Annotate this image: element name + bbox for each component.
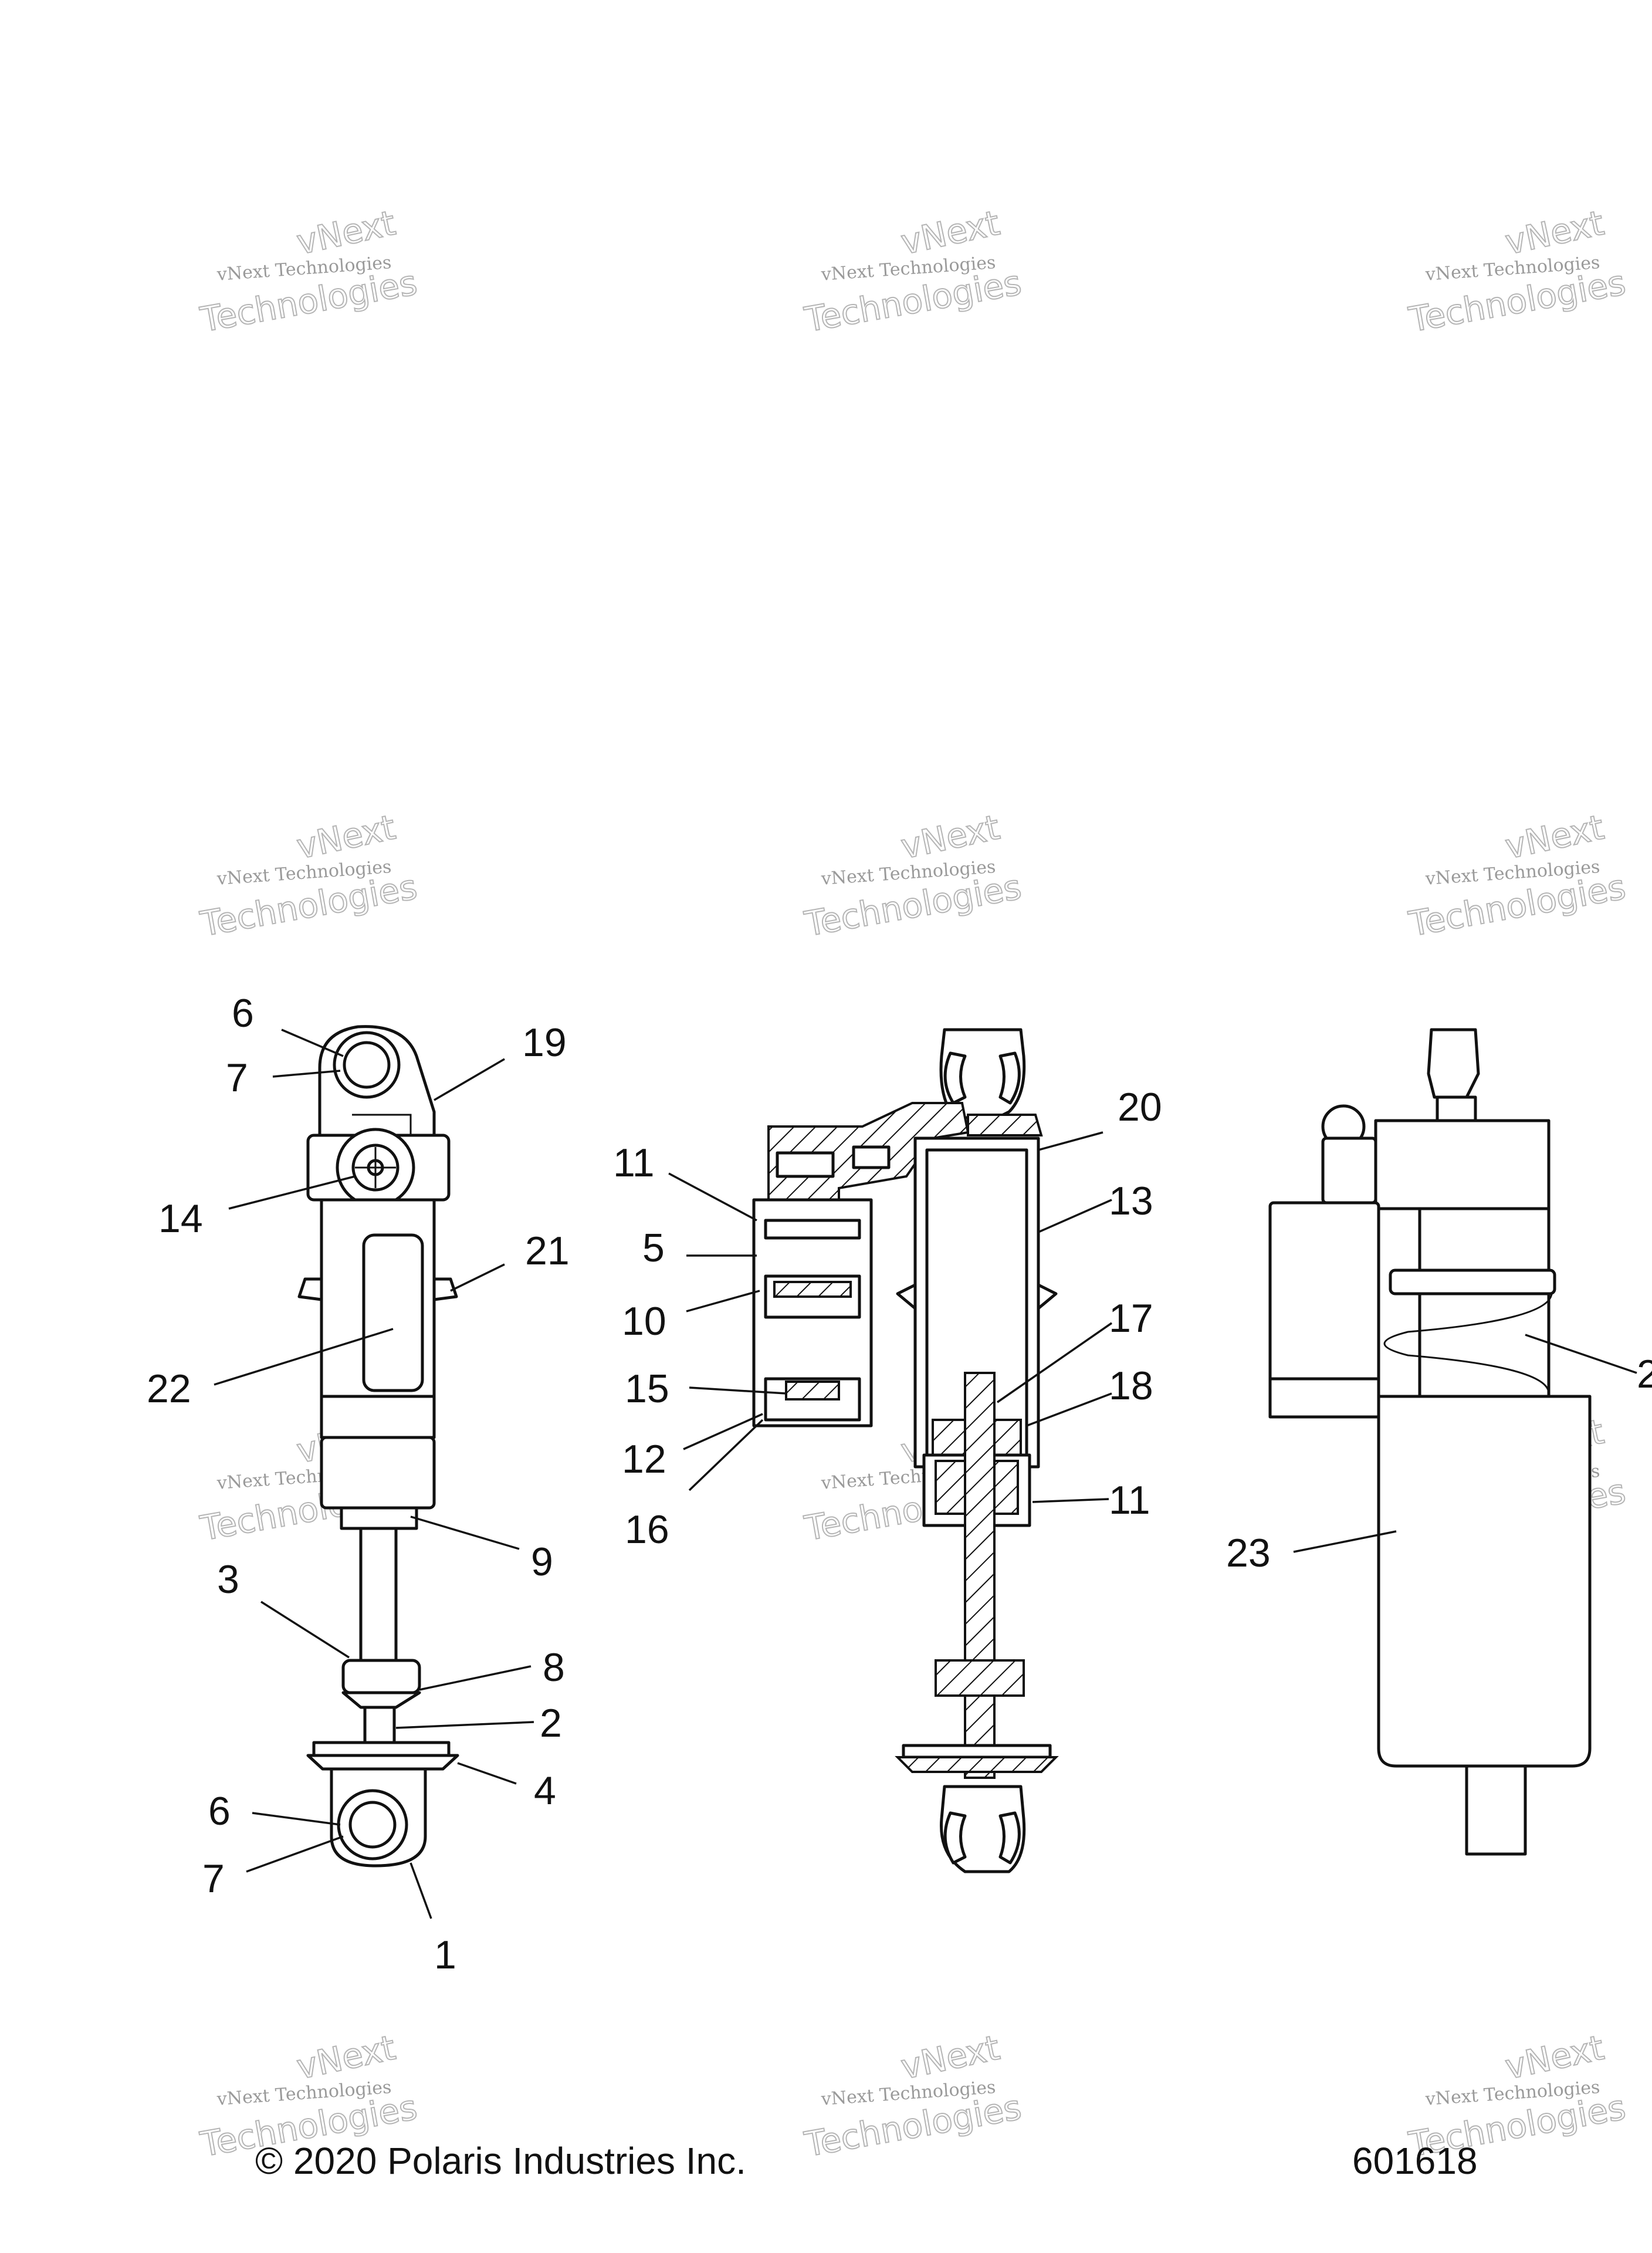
watermark: vNext vNext Technologies Technologies (1405, 807, 1629, 945)
callout-left-4: 4 (534, 1768, 556, 1813)
callout-left-1: 1 (434, 1933, 456, 1977)
watermark: vNext vNext Technologies Technologies (197, 202, 421, 341)
watermark: vNext vNext Technologies Technologies (801, 807, 1025, 945)
watermark: vNext vNext Technologies Technologies (197, 807, 421, 945)
callout-left-21: 21 (525, 1229, 570, 1273)
callout-labels: 6 7 19 14 21 22 9 3 8 2 4 6 7 1 11 20 13… (147, 991, 1652, 1977)
callout-left-14: 14 (158, 1196, 203, 1241)
callout-mid-17: 17 (1109, 1296, 1153, 1341)
callout-mid-13: 13 (1109, 1179, 1153, 1223)
callout-left-6-bottom: 6 (208, 1789, 231, 1833)
callout-left-8: 8 (543, 1645, 565, 1690)
watermark: vNext vNext Technologies Technologies (801, 202, 1025, 341)
callout-mid-15: 15 (625, 1366, 669, 1411)
callout-mid-10: 10 (622, 1299, 666, 1344)
callout-mid-18: 18 (1109, 1364, 1153, 1408)
callout-left-22: 22 (147, 1366, 191, 1411)
callout-mid-12: 12 (622, 1437, 666, 1481)
watermark: vNext vNext Technologies Technologies (1405, 202, 1629, 341)
callout-right-2-partial: 2 (1637, 1352, 1652, 1396)
callout-mid-20: 20 (1118, 1085, 1162, 1129)
callout-mid-11-bottom: 11 (1109, 1478, 1150, 1523)
copyright-text: © 2020 Polaris Industries Inc. (255, 2140, 746, 2182)
callout-left-7-top: 7 (226, 1056, 248, 1100)
callout-right-23: 23 (1226, 1531, 1271, 1575)
callout-left-19: 19 (522, 1020, 567, 1065)
callout-left-7-bottom: 7 (202, 1856, 225, 1901)
callout-mid-11-top: 11 (613, 1141, 655, 1185)
shock-section-view (752, 1028, 1059, 1873)
callout-mid-5: 5 (642, 1226, 665, 1270)
diagram-number: 601618 (1352, 2140, 1478, 2182)
callout-left-6-top: 6 (232, 991, 254, 1036)
callout-mid-16: 16 (625, 1507, 669, 1552)
leader-lines (214, 1029, 1637, 1919)
shock-assembly-view (1268, 1028, 1592, 1856)
watermark: vNext vNext Technologies Technologies (801, 2027, 1025, 2166)
watermark: vNext vNext Technologies Technologies (1405, 2027, 1629, 2166)
footer: © 2020 Polaris Industries Inc. 601618 (255, 2140, 1478, 2182)
callout-left-2: 2 (540, 1701, 562, 1745)
callout-left-9: 9 (531, 1540, 553, 1584)
callout-left-3: 3 (217, 1557, 239, 1602)
shock-exterior-view (297, 1025, 459, 1868)
